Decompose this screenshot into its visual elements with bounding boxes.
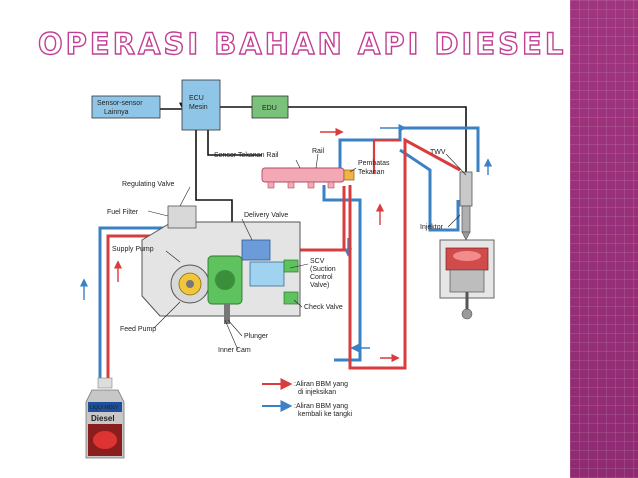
box-ecu-line2: Mesin <box>189 104 208 111</box>
injector <box>459 171 473 241</box>
legend-feed-line2: di injeksikan <box>298 389 336 396</box>
label-scv-3: Control <box>310 274 333 281</box>
label-twv: TWV <box>430 149 446 156</box>
label-scv-4: Valve) <box>310 282 329 289</box>
slide-title: OPERASI BAHAN API DIESEL <box>37 27 567 61</box>
box-edu: EDU <box>251 95 289 119</box>
diesel-additive-bottle: LIQUI MOLY Diesel <box>85 377 125 459</box>
box-edu-label: EDU <box>262 105 277 112</box>
legend-feed-line1: :Aliran BBM yang <box>294 381 348 388</box>
feed-line-rail <box>372 138 400 174</box>
box-sensor: Sensor-sensor Lainnya <box>91 95 161 119</box>
pressure-limiter <box>343 169 355 181</box>
return-line-rail <box>338 126 480 174</box>
legend-return-line2: kembali ke tangki <box>298 411 353 418</box>
regulating-valve-body <box>167 205 197 229</box>
label-inner-cam: Inner Cam <box>218 347 251 354</box>
bottle-name: Diesel <box>91 414 115 423</box>
label-injektor: Injektor <box>420 224 444 231</box>
label-supply-pump: Supply Pump <box>112 246 154 253</box>
label-scv-2: (Suction <box>310 266 336 273</box>
wire-edu-injector <box>288 106 467 175</box>
wire-ecu-rail-sensor <box>207 130 262 156</box>
box-sensor-line2: Lainnya <box>104 109 129 116</box>
label-feed-pump: Feed Pump <box>120 326 156 333</box>
feed-line-injector <box>348 137 461 370</box>
label-pembatas-1: Pembatas <box>358 160 390 167</box>
return-line-tank <box>98 226 168 385</box>
label-fuel-filter: Fuel Filter <box>107 209 139 216</box>
label-pembatas-2: Tekanan <box>358 169 385 176</box>
box-ecu-line1: ECU <box>189 95 204 102</box>
delivery-valve <box>241 239 271 261</box>
supply-pump-assembly <box>141 205 301 324</box>
return-line-injector <box>399 148 460 232</box>
legend: :Aliran BBM yang di injeksikan :Aliran B… <box>262 378 353 418</box>
plunger <box>224 304 230 324</box>
label-sensor-rail: Sensor Tekanan Rail <box>214 152 279 159</box>
label-regulating-valve: Regulating Valve <box>122 181 175 188</box>
label-check-valve: Check Valve <box>304 304 343 311</box>
label-scv-1: SCV <box>310 258 325 265</box>
check-valve <box>283 291 299 305</box>
bottle-brand: LIQUI MOLY <box>90 405 119 411</box>
scv-valve <box>249 261 285 287</box>
wire-ecu-scv <box>195 130 233 228</box>
common-rail <box>261 167 355 189</box>
control-wiring <box>160 102 467 228</box>
label-rail: Rail <box>312 148 325 155</box>
label-delivery-valve: Delivery Valve <box>244 212 288 219</box>
decorative-sidebar <box>570 0 638 478</box>
box-sensor-line1: Sensor-sensor <box>97 100 143 107</box>
label-plunger: Plunger <box>244 333 269 340</box>
engine-cylinder <box>439 239 495 320</box>
box-ecu: ECU Mesin <box>181 79 221 131</box>
labels: Sensor Tekanan Rail Rail Pembatas Tekana… <box>107 148 446 354</box>
leader-lines <box>147 153 467 351</box>
legend-return-line1: :Aliran BBM yang <box>294 403 348 410</box>
